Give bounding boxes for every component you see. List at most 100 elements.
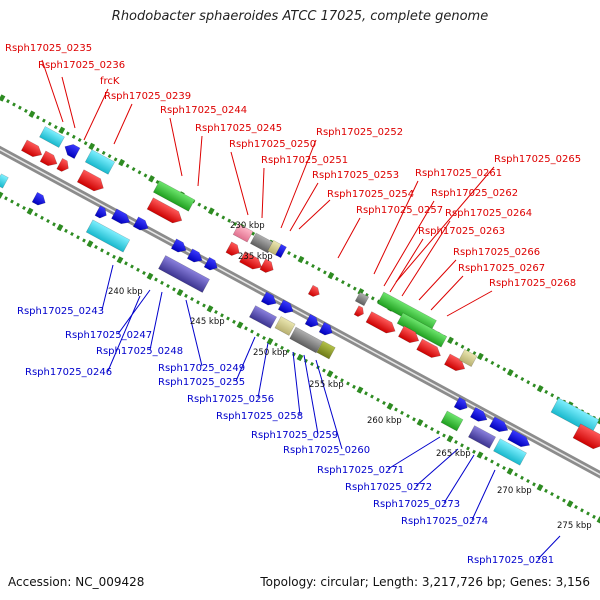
gene-feature-reverse[interactable]: [453, 396, 470, 412]
gene-feature-forward[interactable]: [146, 197, 185, 227]
tick-mark: [22, 205, 26, 211]
gene-feature-reverse[interactable]: [94, 205, 109, 220]
gene-feature-reverse[interactable]: [85, 219, 131, 253]
gene-feature-reverse[interactable]: [489, 416, 510, 435]
gene-label-forward[interactable]: Rsph17025_0239: [104, 91, 191, 102]
gene-label-reverse[interactable]: Rsph17025_0281: [467, 555, 554, 566]
gene-feature-forward[interactable]: [62, 141, 81, 159]
gene-label-reverse[interactable]: Rsph17025_0256: [187, 394, 274, 405]
gene-label-forward[interactable]: Rsph17025_0264: [445, 208, 532, 219]
gene-feature-forward[interactable]: [232, 223, 254, 243]
gene-label-forward[interactable]: Rsph17025_0253: [312, 170, 399, 181]
gene-feature-forward[interactable]: [21, 139, 44, 160]
gene-feature-forward[interactable]: [365, 311, 398, 337]
gene-feature-forward[interactable]: [416, 338, 444, 361]
gene-feature-forward[interactable]: [225, 241, 242, 258]
gene-feature-reverse[interactable]: [493, 438, 527, 466]
gene-label-forward[interactable]: Rsph17025_0268: [489, 278, 576, 289]
gene-feature-reverse[interactable]: [186, 248, 205, 265]
gene-feature-reverse[interactable]: [304, 313, 321, 329]
gene-label-reverse[interactable]: Rsph17025_0272: [345, 482, 432, 493]
gene-feature-reverse[interactable]: [470, 407, 489, 424]
gene-label-reverse[interactable]: Rsph17025_0255: [158, 377, 245, 388]
gene-feature-reverse[interactable]: [318, 321, 335, 337]
gene-label-forward[interactable]: Rsph17025_0263: [418, 226, 505, 237]
gene-label-reverse[interactable]: Rsph17025_0273: [373, 499, 460, 510]
gene-label-reverse[interactable]: Rsph17025_0274: [401, 516, 488, 527]
gene-label-reverse[interactable]: Rsph17025_0249: [158, 363, 245, 374]
callout-line: [303, 354, 319, 435]
gene-feature-forward[interactable]: [239, 251, 264, 272]
gene-label-reverse[interactable]: Rsph17025_0246: [25, 367, 112, 378]
gene-label-forward[interactable]: Rsph17025_0250: [229, 139, 316, 150]
gene-label-forward[interactable]: Rsph17025_0244: [160, 105, 247, 116]
gene-feature-reverse[interactable]: [170, 238, 189, 255]
gene-feature-forward[interactable]: [398, 325, 421, 346]
gene-feature-reverse[interactable]: [203, 256, 220, 272]
tick-mark: [370, 394, 374, 399]
gene-feature-forward[interactable]: [275, 243, 287, 259]
tick-mark: [184, 293, 188, 298]
gene-label-reverse[interactable]: Rsph17025_0247: [65, 330, 152, 341]
gene-feature-forward[interactable]: [353, 305, 366, 319]
gene-feature-forward[interactable]: [572, 423, 600, 452]
gene-label-forward[interactable]: Rsph17025_0262: [431, 188, 518, 199]
gene-label-forward[interactable]: Rsph17025_0245: [195, 123, 282, 134]
gene-feature-reverse[interactable]: [274, 316, 296, 336]
gene-label-forward[interactable]: Rsph17025_0261: [415, 168, 502, 179]
gene-label-forward[interactable]: Rsph17025_0257: [356, 205, 443, 216]
gene-label-forward[interactable]: Rsph17025_0251: [261, 155, 348, 166]
tick-mark: [4, 196, 8, 201]
gene-feature-forward[interactable]: [396, 312, 448, 348]
gene-feature-forward[interactable]: [250, 232, 274, 254]
gene-label-reverse[interactable]: Rsph17025_0258: [216, 411, 303, 422]
tick-mark: [65, 131, 70, 136]
gene-feature-reverse[interactable]: [132, 216, 151, 233]
gene-label-reverse[interactable]: Rsph17025_0271: [317, 465, 404, 476]
gene-feature-forward[interactable]: [550, 397, 600, 435]
gene-label-forward[interactable]: Rsph17025_0252: [316, 127, 403, 138]
tick-mark: [364, 391, 368, 396]
gene-feature-forward[interactable]: [152, 180, 196, 212]
gene-feature-reverse[interactable]: [260, 291, 279, 308]
gene-feature-reverse[interactable]: [0, 173, 9, 189]
gene-feature-forward[interactable]: [39, 150, 60, 169]
gene-label-forward[interactable]: frcK: [100, 76, 120, 87]
gene-feature-forward[interactable]: [458, 349, 478, 367]
gene-label-forward[interactable]: Rsph17025_0266: [453, 247, 540, 258]
gene-label-reverse[interactable]: Rsph17025_0260: [283, 445, 370, 456]
gene-feature-forward[interactable]: [39, 126, 65, 148]
gene-feature-reverse[interactable]: [31, 191, 48, 207]
gene-feature-reverse[interactable]: [289, 326, 323, 354]
tick-mark: [113, 157, 118, 162]
gene-feature-reverse[interactable]: [316, 340, 336, 360]
gene-label-reverse[interactable]: Rsph17025_0248: [96, 346, 183, 357]
gene-label-forward[interactable]: Rsph17025_0254: [327, 189, 414, 200]
gene-feature-reverse[interactable]: [111, 208, 132, 227]
tick-mark: [550, 491, 554, 497]
tick-mark: [556, 495, 560, 500]
gene-feature-forward[interactable]: [267, 240, 283, 256]
callout-line: [117, 289, 151, 335]
accession-text: Accession: NC_009428: [8, 575, 145, 589]
gene-feature-reverse[interactable]: [507, 429, 533, 450]
gene-feature-reverse[interactable]: [440, 410, 464, 432]
gene-feature-reverse[interactable]: [249, 305, 277, 329]
gene-feature-forward[interactable]: [259, 258, 276, 275]
gene-label-forward[interactable]: Rsph17025_0235: [5, 43, 92, 54]
gene-feature-forward[interactable]: [76, 169, 107, 195]
gene-label-reverse[interactable]: Rsph17025_0259: [251, 430, 338, 441]
gene-label-forward[interactable]: Rsph17025_0265: [494, 154, 581, 165]
gene-feature-forward[interactable]: [307, 284, 322, 299]
gene-label-forward[interactable]: Rsph17025_0236: [38, 60, 125, 71]
gene-feature-forward[interactable]: [354, 291, 370, 307]
gene-label-reverse[interactable]: Rsph17025_0243: [17, 306, 104, 317]
gene-label-forward[interactable]: Rsph17025_0267: [458, 263, 545, 274]
gene-feature-forward[interactable]: [56, 158, 72, 173]
gene-feature-reverse[interactable]: [468, 425, 496, 449]
gene-feature-reverse[interactable]: [277, 299, 296, 316]
gene-feature-reverse[interactable]: [158, 255, 210, 293]
tick-mark: [35, 115, 40, 120]
gene-feature-forward[interactable]: [84, 149, 116, 175]
callout-line: [415, 448, 459, 487]
